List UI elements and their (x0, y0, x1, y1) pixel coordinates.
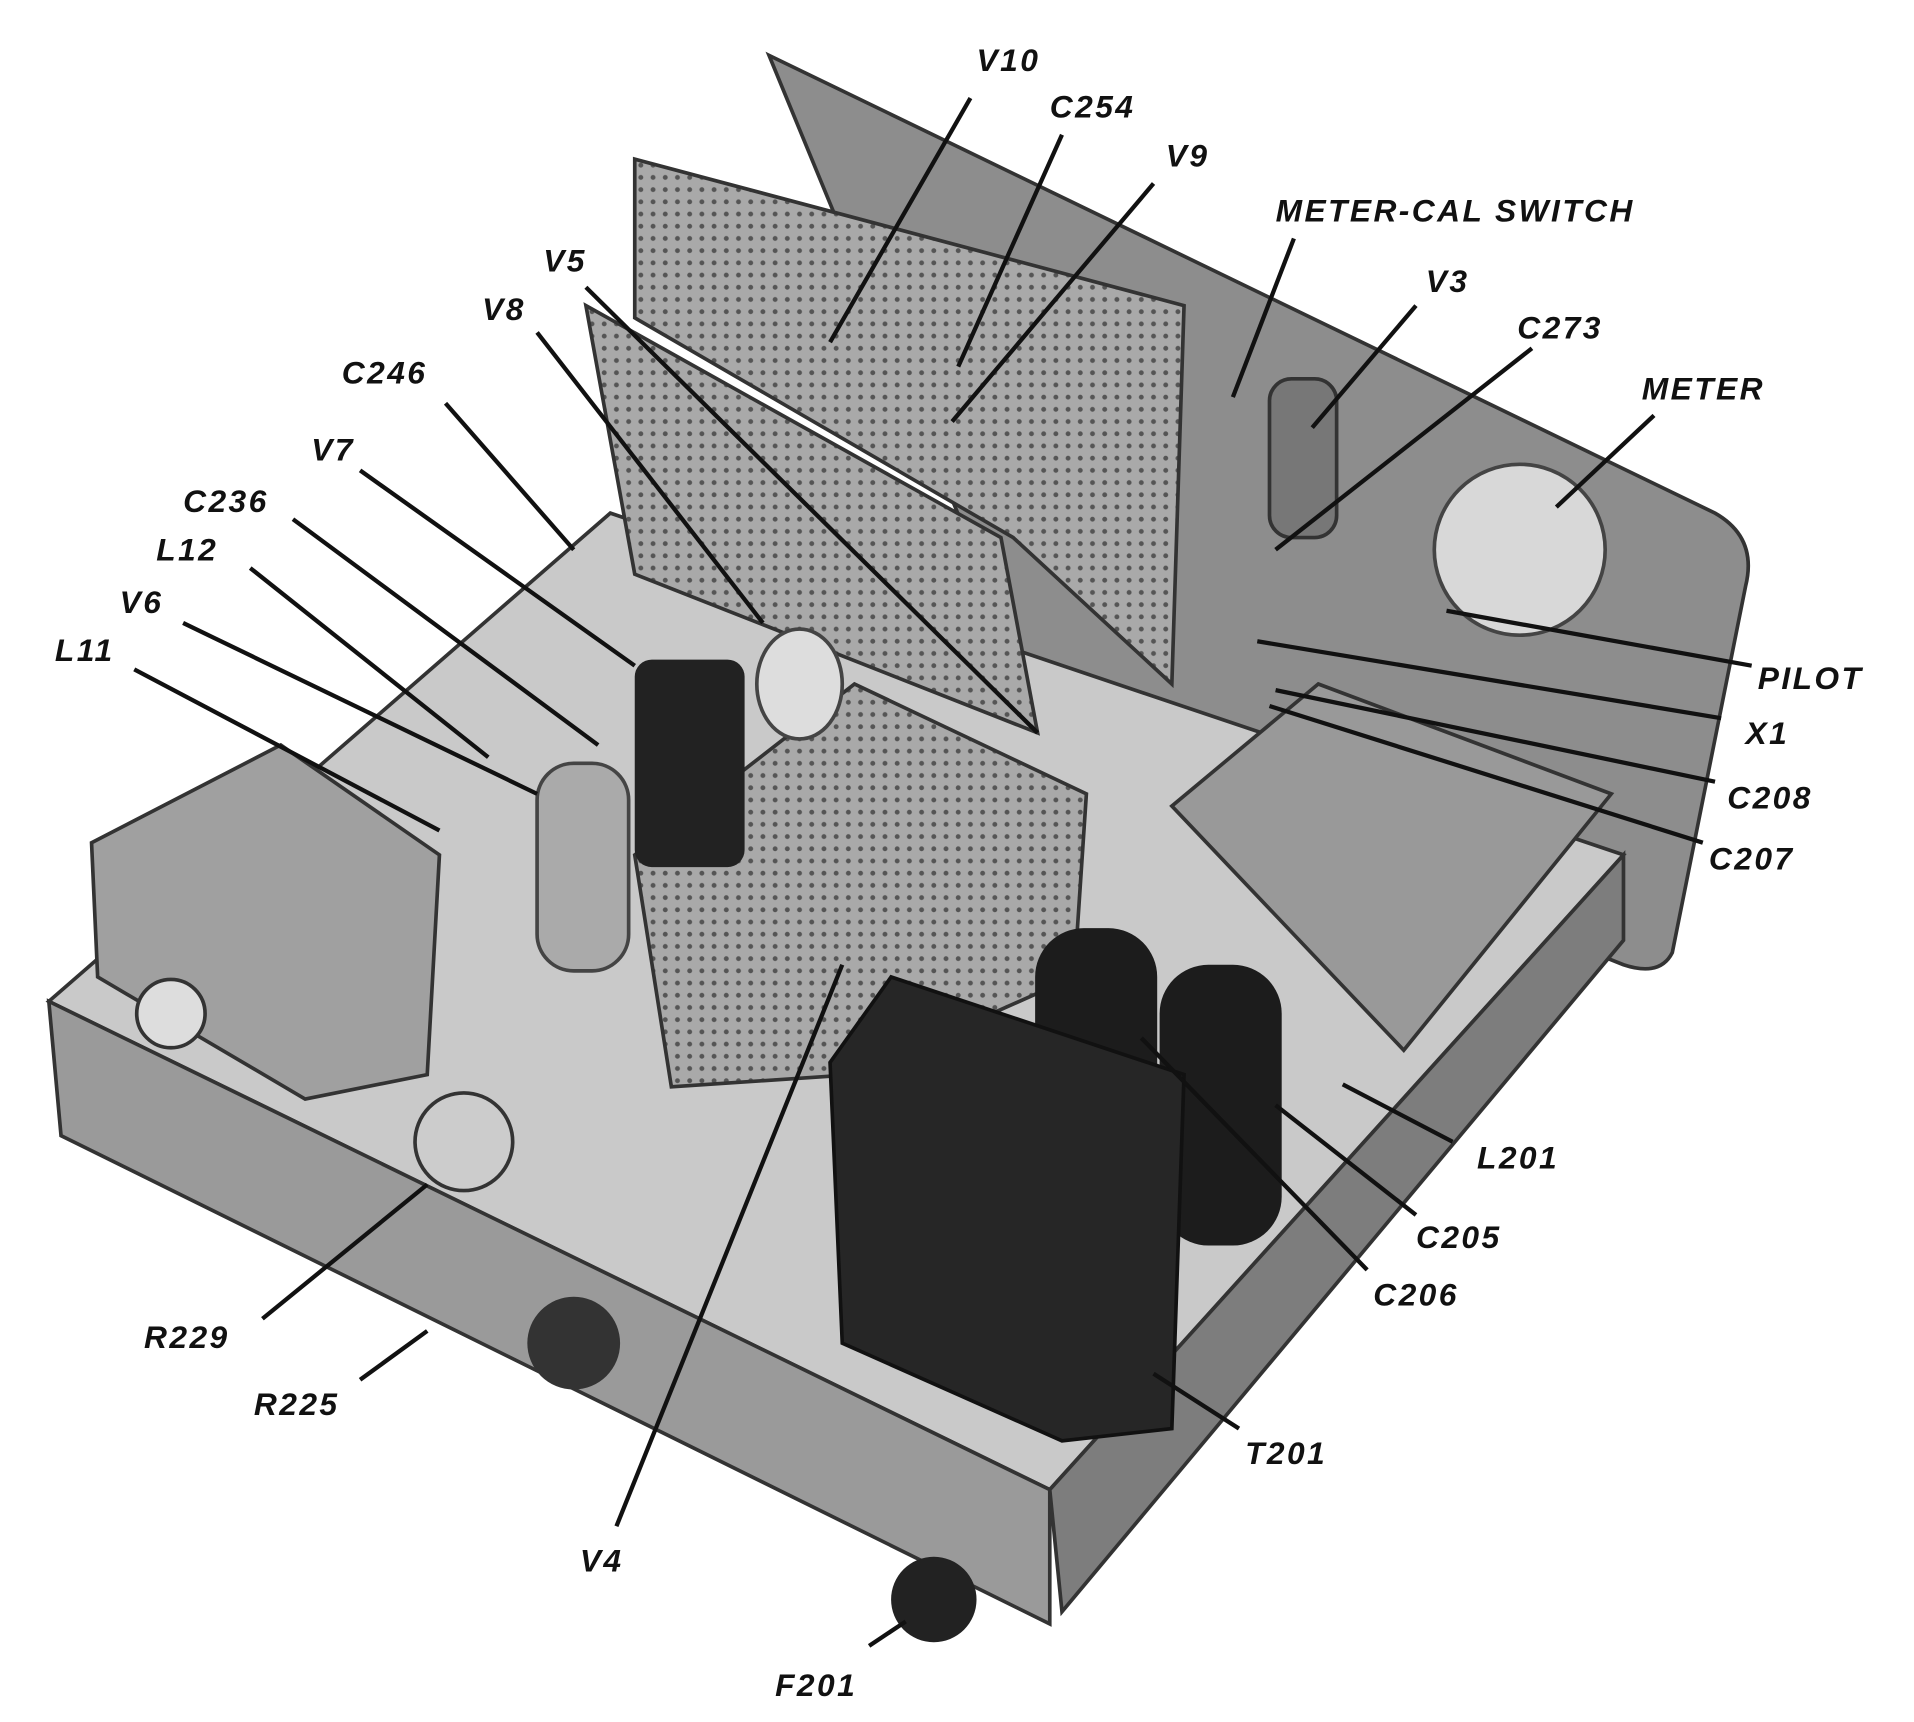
label-c206: C206 (1373, 1276, 1459, 1312)
shield-box-rear (632, 156, 1186, 689)
label-c273: C273 (1517, 310, 1603, 346)
transformer-t201 (828, 974, 1186, 1443)
pot-r229 (413, 1091, 515, 1193)
label-c246: C246 (342, 355, 428, 391)
octal-socket (527, 1296, 621, 1390)
label-c254: C254 (1050, 89, 1136, 125)
label-r229: R229 (144, 1319, 230, 1355)
label-c236: C236 (183, 483, 269, 519)
label-v6: V6 (120, 584, 164, 620)
label-v8: V8 (482, 291, 526, 327)
tube-v3 (1267, 377, 1339, 540)
label-c208: C208 (1727, 780, 1813, 816)
label-f201: F201 (775, 1667, 857, 1703)
label-c205: C205 (1416, 1219, 1502, 1255)
label-c207: C207 (1709, 841, 1795, 877)
meter-body (1432, 462, 1608, 638)
chassis-side-skirt (1047, 850, 1626, 1617)
label-l12: L12 (156, 532, 218, 568)
tube-v8 (754, 627, 845, 741)
label-meter: METER (1642, 371, 1765, 407)
callout-labels: V10 C254 V9 V5 V8 C246 V7 C236 L12 V6 L1… (55, 42, 1864, 1703)
label-r225: R225 (254, 1386, 340, 1422)
label-l201: L201 (1477, 1140, 1559, 1176)
label-v10: V10 (977, 42, 1041, 78)
pc-board (1169, 681, 1615, 1053)
label-pilot: PILOT (1758, 660, 1864, 696)
label-x1: X1 (1744, 715, 1790, 751)
label-meter-cal-switch: METER-CAL SWITCH (1276, 192, 1635, 228)
coil-l6 (535, 761, 631, 973)
cap-c205 (1159, 964, 1282, 1246)
label-v3: V3 (1426, 263, 1470, 299)
chassis-photo (45, 51, 1751, 1643)
connector (134, 977, 207, 1050)
label-t201: T201 (1245, 1435, 1327, 1471)
leader-lines (133, 97, 1753, 1648)
label-v9: V9 (1166, 137, 1210, 173)
label-v4: V4 (580, 1542, 624, 1578)
label-l11: L11 (55, 632, 115, 668)
label-v7: V7 (311, 432, 355, 468)
label-v5: V5 (543, 242, 587, 278)
tube-v7 (634, 659, 745, 868)
fuse-holder-f201 (891, 1556, 977, 1643)
